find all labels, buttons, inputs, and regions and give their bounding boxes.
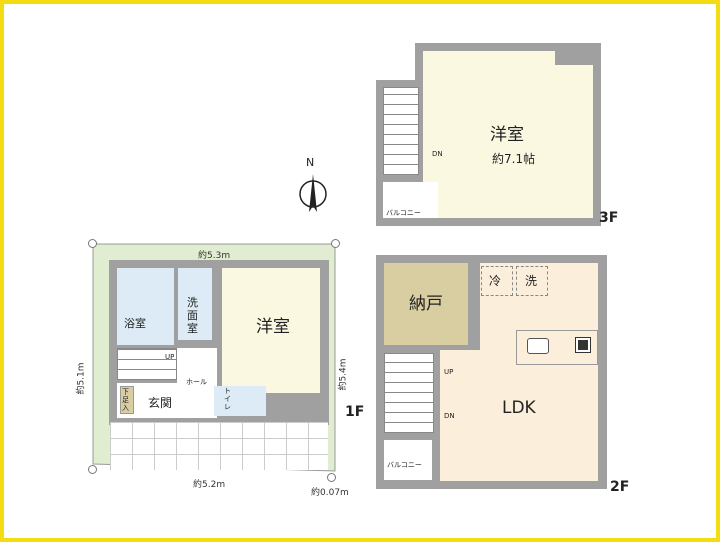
north-label: N — [306, 156, 315, 169]
floor-label: 2F — [610, 479, 630, 495]
room-western-1f — [222, 268, 320, 393]
washroom — [178, 268, 212, 340]
storage-label: 納戸 — [409, 294, 443, 314]
sink-icon — [527, 338, 549, 354]
room-label: 洋室 — [490, 125, 524, 145]
dimension-bottom: 約5.2m — [193, 480, 226, 490]
ldk-label: LDK — [502, 398, 536, 418]
dn-label: DN — [444, 412, 455, 420]
balcony-2f — [384, 440, 432, 480]
balcony-3f — [383, 182, 438, 218]
dimension-top: 約5.3m — [198, 251, 231, 261]
approach-tiles — [110, 422, 328, 470]
washer-space — [516, 266, 548, 296]
washroom-label: 洗面室 — [187, 296, 198, 335]
room-label: 洋室 — [256, 317, 290, 337]
toilet — [214, 386, 266, 416]
fridge-space — [481, 266, 513, 296]
hall — [177, 348, 217, 388]
balcony-label: バルコニー — [386, 209, 421, 217]
staircase — [117, 348, 177, 380]
floor-label: 3F — [599, 210, 619, 226]
storage-room — [384, 263, 468, 345]
floor-label: 1F — [345, 404, 365, 420]
room-western-3f — [423, 51, 593, 218]
wall — [555, 51, 593, 65]
boundary-marker — [327, 473, 336, 482]
balcony-label: バルコニー — [387, 461, 422, 469]
up-label: UP — [444, 368, 454, 376]
stairs-label: DN — [432, 150, 443, 158]
room-size: 約7.1帖 — [492, 152, 536, 166]
dimension-right: 約5.4m — [338, 358, 349, 391]
shoe-storage — [120, 386, 134, 414]
boundary-marker — [88, 465, 97, 474]
bathroom — [117, 268, 174, 345]
compass-icon — [299, 174, 327, 212]
fridge-label: 冷 — [489, 274, 502, 288]
boundary-marker — [331, 239, 340, 248]
washer-label: 洗 — [525, 274, 538, 288]
ldk — [440, 350, 500, 481]
entrance-label: 玄関 — [148, 396, 173, 410]
stove-icon — [575, 337, 591, 353]
staircase — [384, 353, 434, 433]
dimension-left: 約5.1m — [76, 362, 87, 395]
staircase — [383, 87, 419, 175]
hall-label: ホール — [186, 378, 207, 386]
stairs-label: UP — [165, 353, 175, 361]
bath-label: 浴室 — [124, 317, 146, 330]
toilet-label: トイレ — [224, 387, 231, 411]
dimension-offset: 約0.07m — [311, 488, 349, 498]
shoe-storage-label: 下足入 — [122, 388, 129, 412]
boundary-marker — [88, 239, 97, 248]
